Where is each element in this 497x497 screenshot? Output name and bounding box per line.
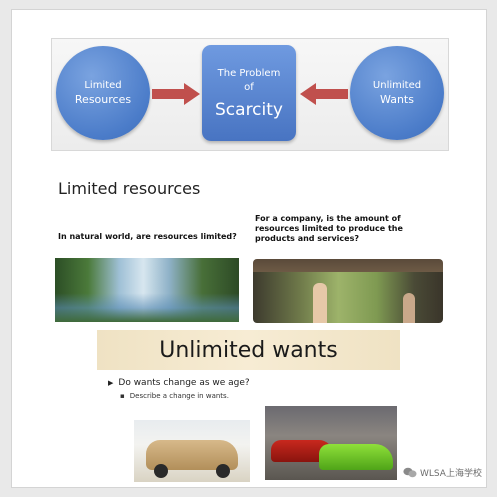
left-circle-line2: Resources bbox=[74, 93, 132, 106]
right-circle-line2: Wants bbox=[380, 93, 414, 106]
red-sports-car bbox=[271, 440, 333, 462]
green-sports-car bbox=[319, 444, 393, 470]
sports-cars-photo bbox=[265, 406, 397, 480]
car-wheel bbox=[154, 464, 168, 478]
sedan-photo bbox=[134, 420, 250, 482]
wants-bullet-1-text: Do wants change as we age? bbox=[118, 378, 250, 388]
page: Limited Resources The Problem of Scarcit… bbox=[11, 9, 487, 488]
wants-bullet-2-text: Describe a change in wants. bbox=[129, 392, 229, 400]
wants-bullet-1: ▶ Do wants change as we age? bbox=[108, 378, 250, 388]
limited-resources-title: Limited resources bbox=[58, 179, 201, 198]
natural-world-question: In natural world, are resources limited? bbox=[58, 232, 237, 241]
watermark: WLSA上海学校 bbox=[403, 466, 482, 479]
center-box-line1: The Problem bbox=[217, 68, 281, 79]
forest-photo bbox=[55, 258, 239, 322]
bullet-dot-icon: ▪ bbox=[120, 392, 125, 400]
car-wheel bbox=[216, 464, 230, 478]
wechat-icon bbox=[403, 467, 417, 478]
person-figure bbox=[313, 283, 327, 323]
scarcity-diagram: Limited Resources The Problem of Scarcit… bbox=[51, 38, 449, 151]
left-arrow-icon bbox=[300, 83, 348, 105]
watermark-text: WLSA上海学校 bbox=[420, 469, 482, 479]
workplace-photo bbox=[253, 259, 443, 323]
left-circle-line1: Limited bbox=[84, 80, 122, 91]
unlimited-wants-circle: Unlimited Wants bbox=[350, 46, 444, 140]
unlimited-wants-title: Unlimited wants bbox=[97, 330, 400, 370]
wants-bullet-2: ▪ Describe a change in wants. bbox=[120, 392, 229, 400]
person-figure bbox=[403, 293, 415, 323]
right-circle-line1: Unlimited bbox=[372, 80, 422, 91]
company-question: For a company, is the amount of resource… bbox=[255, 214, 403, 243]
center-box-line2: of bbox=[244, 82, 254, 93]
limited-resources-circle: Limited Resources bbox=[56, 46, 150, 140]
bullet-arrow-icon: ▶ bbox=[108, 379, 114, 387]
scarcity-box: The Problem of Scarcity bbox=[202, 45, 296, 141]
center-box-line3: Scarcity bbox=[215, 100, 283, 120]
right-arrow-icon bbox=[152, 83, 200, 105]
